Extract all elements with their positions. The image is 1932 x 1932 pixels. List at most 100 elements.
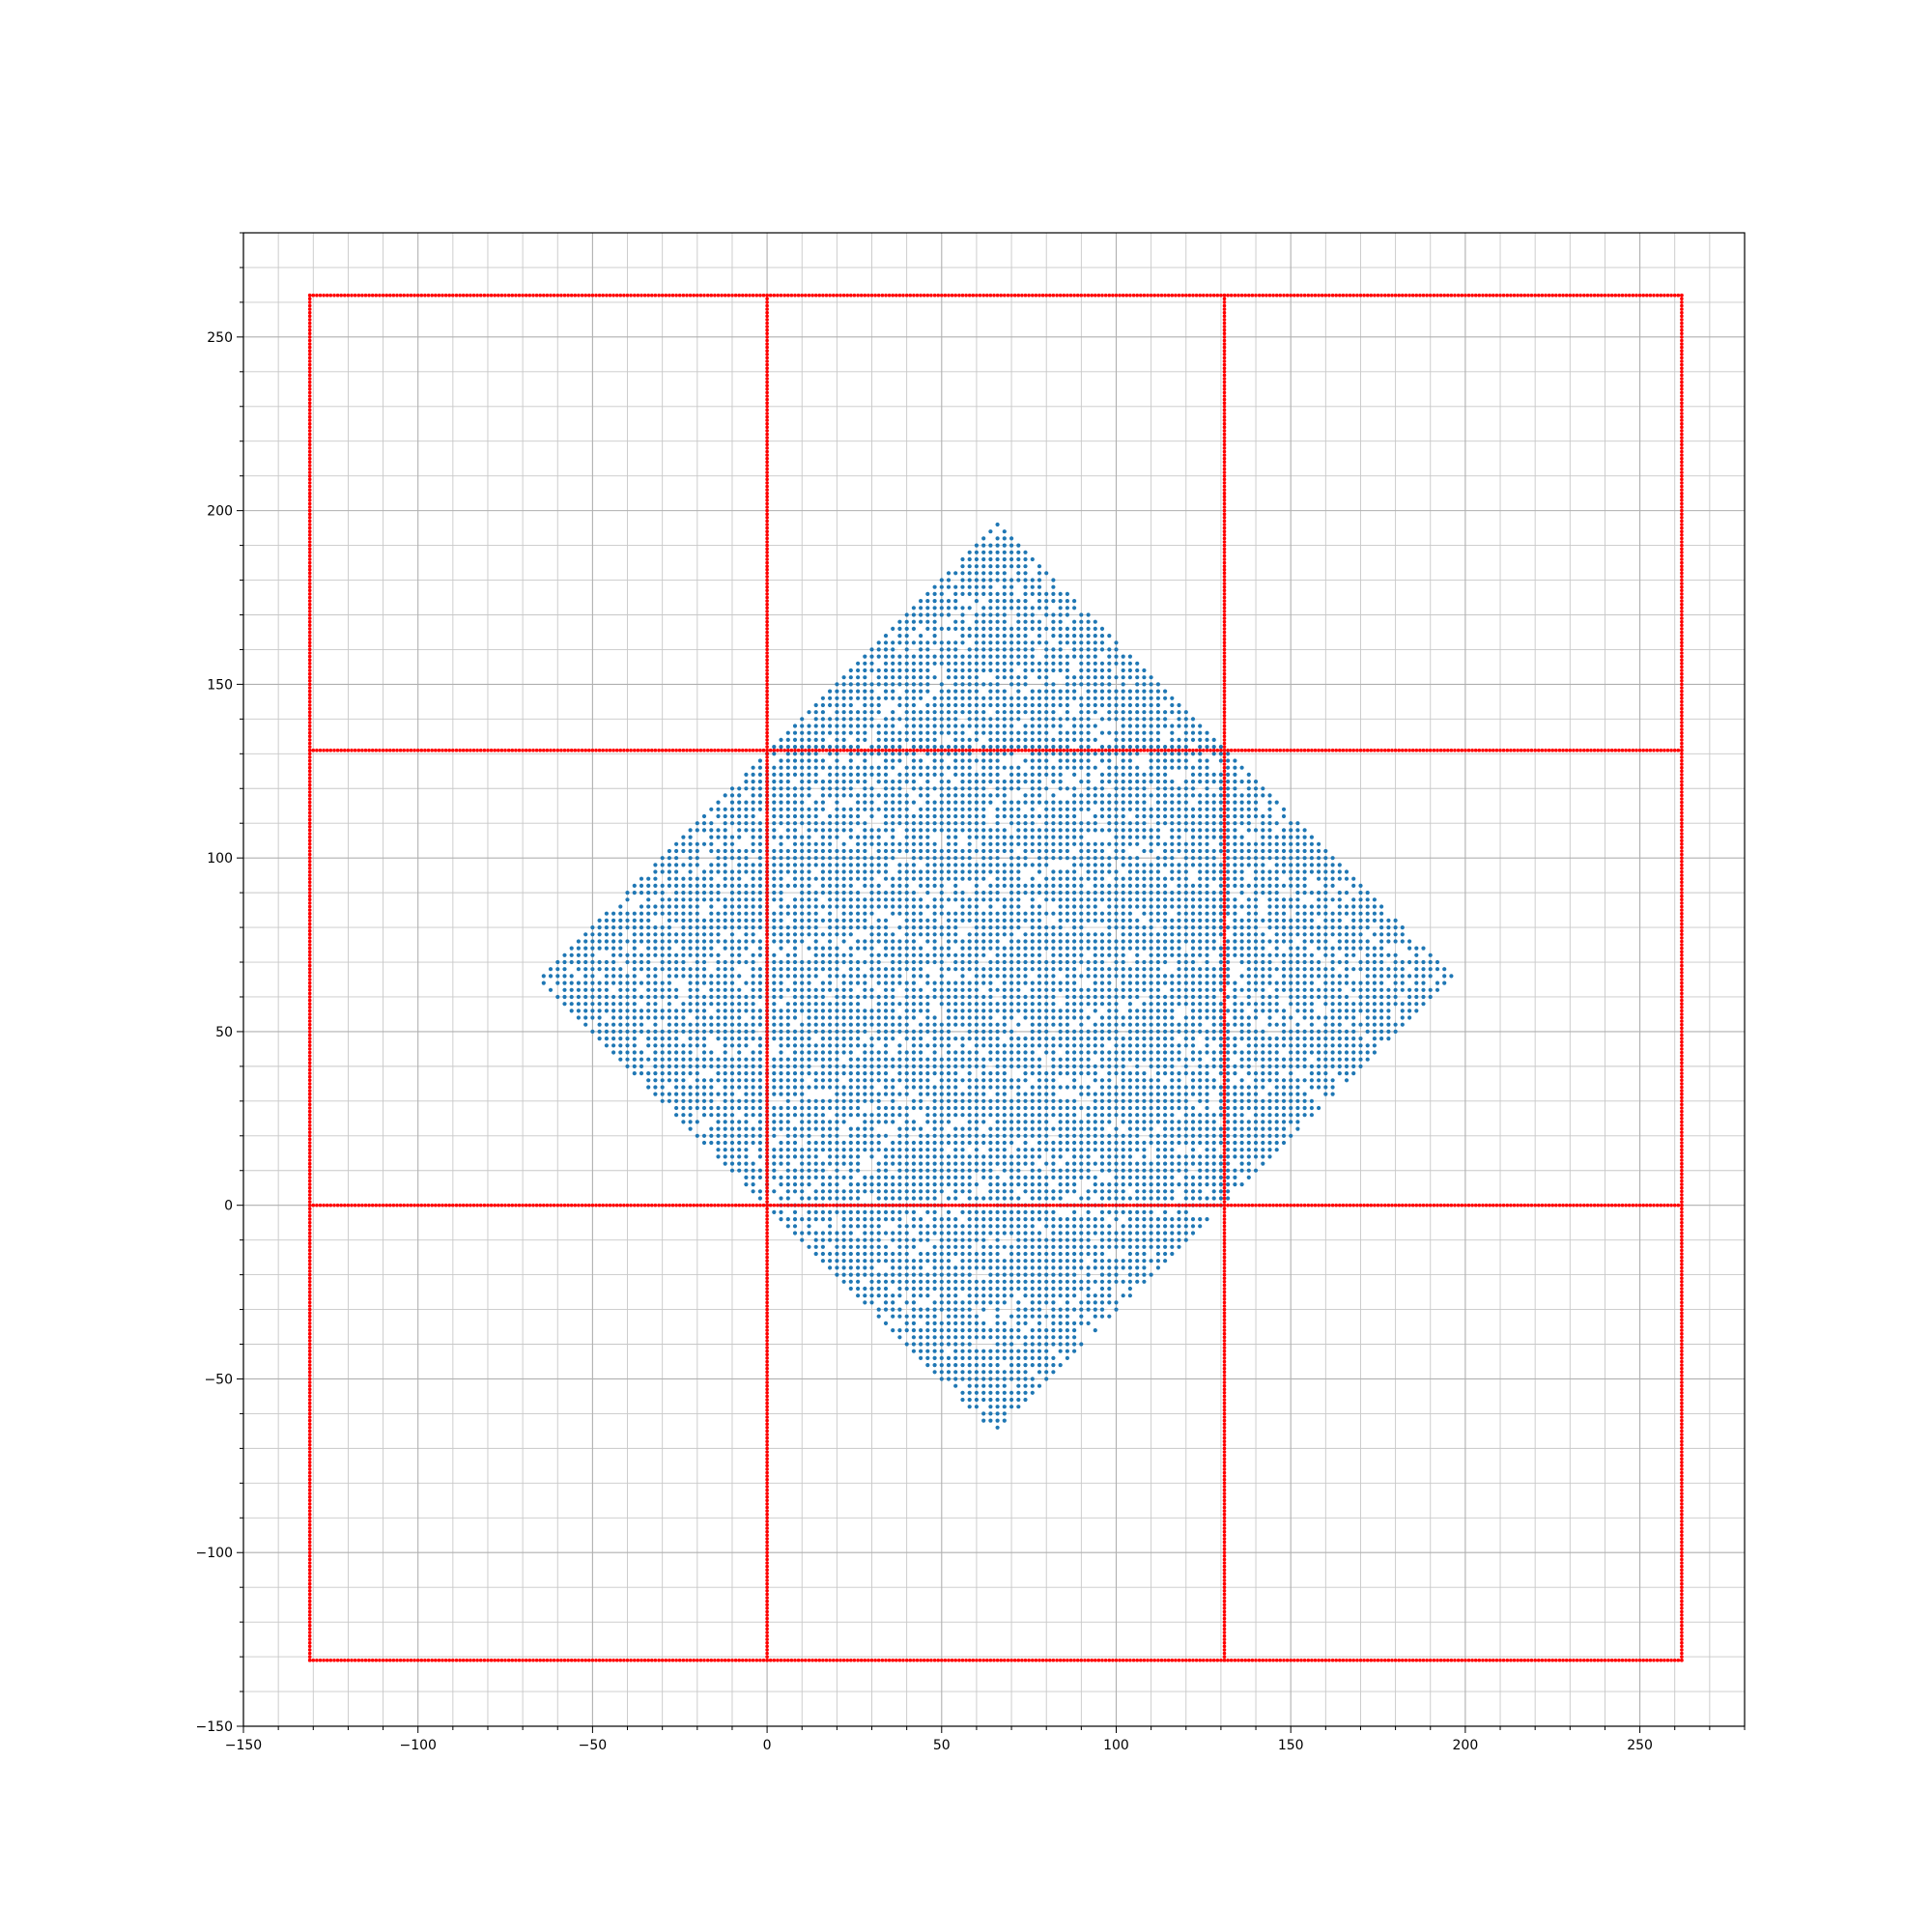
diamond-point <box>751 967 755 972</box>
diamond-point <box>988 661 993 666</box>
diamond-point <box>925 1259 930 1264</box>
diamond-point <box>772 994 777 1000</box>
diamond-point <box>1065 1085 1069 1090</box>
diamond-point <box>953 1161 958 1166</box>
diamond-point <box>1051 1105 1056 1111</box>
diamond-point <box>891 689 895 694</box>
diamond-point <box>583 959 588 965</box>
diamond-point <box>988 1140 993 1146</box>
diamond-point <box>1002 1383 1007 1388</box>
diamond-point <box>967 828 972 833</box>
diamond-point <box>981 1009 986 1013</box>
diamond-point <box>1051 765 1056 770</box>
diamond-point <box>653 946 658 951</box>
diamond-point <box>800 813 805 819</box>
diamond-point <box>911 904 917 909</box>
diamond-point <box>925 876 930 881</box>
diamond-point <box>883 717 889 722</box>
diamond-point <box>919 856 923 861</box>
diamond-point <box>835 1085 839 1090</box>
diamond-point <box>701 891 707 895</box>
diamond-point <box>835 932 839 937</box>
diamond-point <box>974 1231 980 1236</box>
diamond-point <box>891 1113 895 1118</box>
diamond-point <box>757 1037 763 1041</box>
diamond-point <box>729 980 735 985</box>
diamond-point <box>576 939 582 944</box>
diamond-point <box>960 1126 965 1131</box>
diamond-point <box>988 959 993 965</box>
diamond-point <box>1058 856 1063 861</box>
diamond-point <box>932 932 937 937</box>
diamond-point <box>967 654 972 659</box>
diamond-point <box>1037 1217 1042 1222</box>
diamond-point <box>1016 1300 1021 1305</box>
diamond-point <box>835 1189 839 1194</box>
diamond-point <box>716 925 721 930</box>
diamond-point <box>751 1057 755 1062</box>
diamond-point <box>1023 1154 1028 1159</box>
diamond-point <box>897 640 902 645</box>
diamond-point <box>988 1383 993 1388</box>
diamond-point <box>1037 1120 1042 1124</box>
diamond-point <box>701 841 707 846</box>
diamond-point <box>1009 974 1014 979</box>
diamond-point <box>891 876 895 881</box>
diamond-point <box>960 1002 965 1007</box>
diamond-point <box>932 925 937 930</box>
diamond-point <box>1065 675 1069 680</box>
diamond-point <box>835 821 839 826</box>
diamond-point <box>953 1148 958 1152</box>
diamond-point <box>841 772 846 778</box>
diamond-point <box>785 856 790 861</box>
diamond-point <box>953 1328 958 1333</box>
diamond-point <box>869 959 874 965</box>
diamond-point <box>1023 883 1028 889</box>
diamond-point <box>751 835 755 839</box>
diamond-point <box>1002 668 1007 673</box>
diamond-point <box>911 1328 917 1333</box>
diamond-point <box>576 946 582 951</box>
diamond-point <box>1058 1182 1063 1187</box>
diamond-point <box>939 724 944 728</box>
diamond-point <box>820 737 826 743</box>
diamond-point <box>995 911 1000 916</box>
diamond-point <box>932 952 937 957</box>
diamond-point <box>625 980 630 985</box>
diamond-point <box>653 1085 658 1090</box>
diamond-point <box>848 1113 853 1118</box>
diamond-point <box>751 800 755 805</box>
diamond-point <box>1002 883 1007 889</box>
diamond-point <box>723 883 727 889</box>
diamond-point <box>1037 1363 1042 1368</box>
diamond-point <box>891 1148 895 1152</box>
diamond-point <box>925 1328 930 1333</box>
diamond-point <box>1051 911 1056 916</box>
diamond-point <box>967 564 972 569</box>
diamond-point <box>1044 891 1049 895</box>
diamond-point <box>856 780 861 784</box>
diamond-point <box>1058 765 1063 770</box>
diamond-point <box>701 1098 707 1103</box>
diamond-point <box>744 883 749 889</box>
diamond-point <box>751 848 755 854</box>
diamond-point <box>618 980 623 985</box>
diamond-point <box>946 1064 952 1068</box>
diamond-point <box>939 1029 944 1034</box>
diamond-point <box>807 1105 811 1111</box>
diamond-point <box>1030 952 1035 957</box>
diamond-point <box>869 1140 874 1146</box>
diamond-point <box>841 1279 846 1284</box>
diamond-point <box>848 828 853 833</box>
diamond-point <box>800 780 805 784</box>
diamond-point <box>653 1064 658 1068</box>
diamond-point <box>932 1370 937 1375</box>
diamond-point <box>701 952 707 957</box>
diamond-point <box>1030 821 1035 826</box>
diamond-point <box>974 1043 980 1048</box>
diamond-point <box>813 891 818 895</box>
diamond-point <box>1044 939 1049 944</box>
diamond-point <box>688 1071 693 1076</box>
diamond-point <box>876 1217 881 1222</box>
diamond-point <box>618 946 623 951</box>
